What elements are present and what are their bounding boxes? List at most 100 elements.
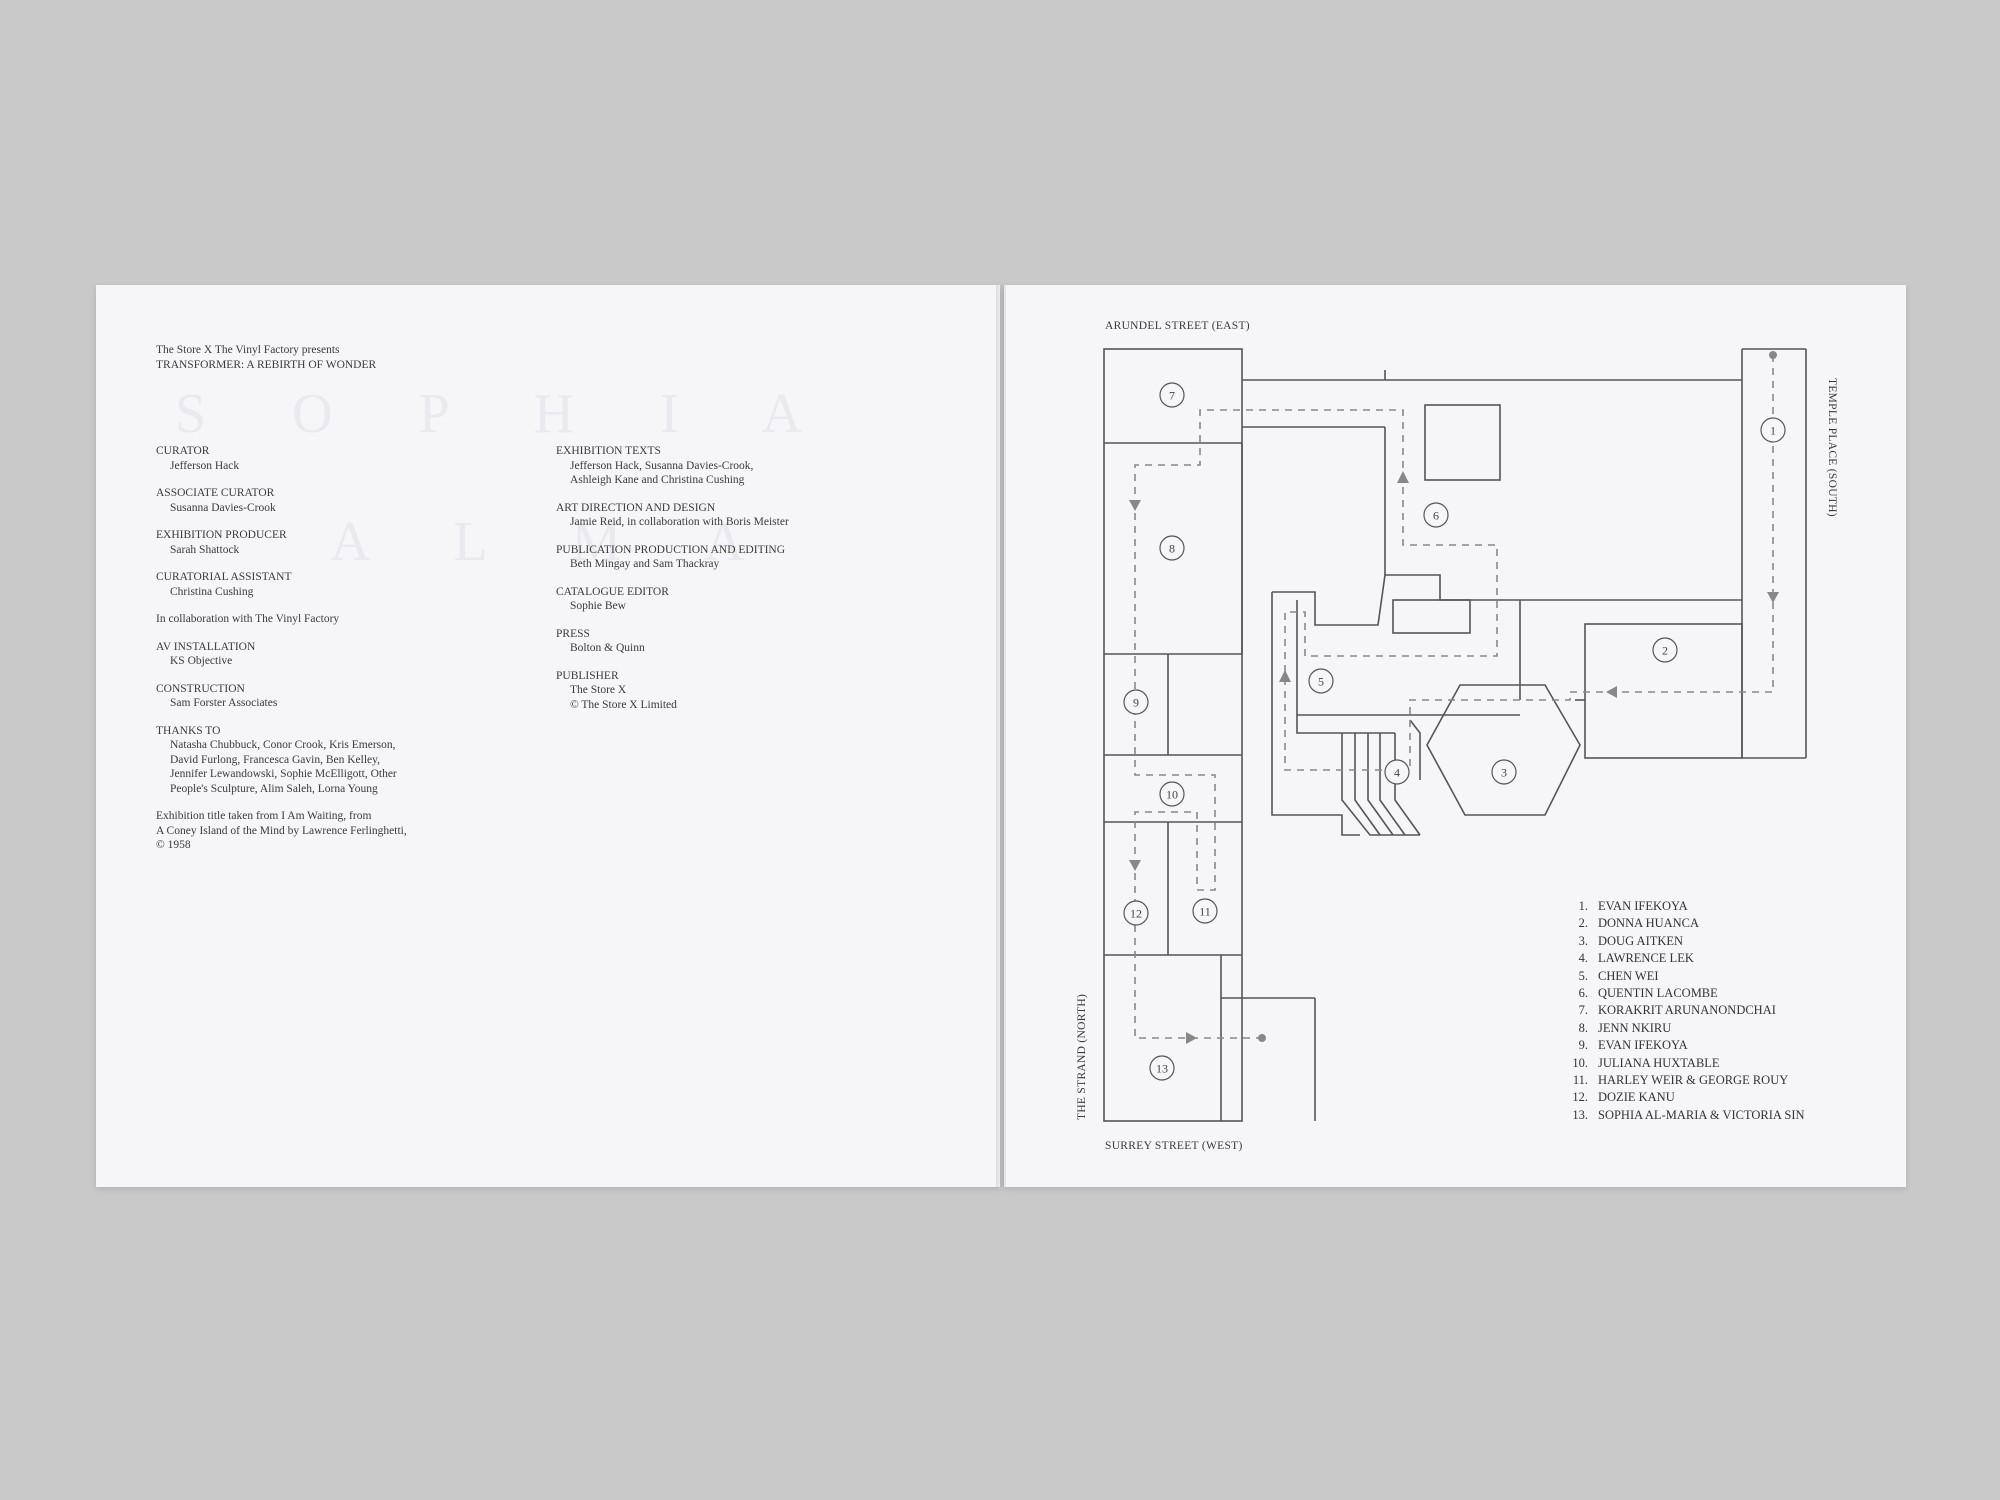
- room-number: 9: [1133, 696, 1139, 710]
- credit-role: CURATORIAL ASSISTANT: [156, 571, 292, 583]
- credit-role: CONSTRUCTION: [156, 682, 245, 695]
- room-marker-7: 7: [1159, 382, 1185, 408]
- legend-row: 1.EVAN IFEKOYA: [1566, 898, 1805, 915]
- room-number: 1: [1770, 424, 1776, 438]
- room-number: 6: [1433, 509, 1439, 523]
- credit-block: PRESS Bolton & Quinn: [556, 627, 886, 656]
- legend-number: 3.: [1578, 933, 1588, 948]
- credit-name: Bolton & Quinn: [570, 642, 645, 654]
- legend-number: 6.: [1578, 986, 1588, 1001]
- credit-role: AV INSTALLATION: [156, 640, 256, 653]
- legend-row: 12.DOZIE KANU: [1566, 1089, 1805, 1106]
- legend-number: 2.: [1578, 916, 1588, 931]
- room-number: 3: [1501, 766, 1507, 780]
- room-number: 7: [1169, 389, 1175, 403]
- right-page: [1004, 285, 1906, 1187]
- credit-block: CURATOR Jefferson Hack: [156, 444, 456, 473]
- street-top-label: ARUNDEL STREET (EAST): [1105, 320, 1250, 332]
- legend-number: 1.: [1578, 899, 1588, 913]
- credit-role: EXHIBITION TEXTS: [556, 445, 661, 457]
- legend-artist: JULIANA HUXTABLE: [1598, 1055, 1720, 1070]
- credit-block: CONSTRUCTION Sam Forster Associates: [156, 682, 456, 711]
- credit-name: David Furlong, Francesca Gavin, Ben Kell…: [170, 753, 381, 766]
- legend-number: 8.: [1578, 1020, 1588, 1035]
- legend-artist: SOPHIA AL-MARIA & VICTORIA SIN: [1598, 1107, 1805, 1122]
- legend-row: 2.DONNA HUANCA: [1566, 915, 1805, 932]
- room-number: 13: [1156, 1062, 1168, 1076]
- legend-number: 11.: [1572, 1073, 1588, 1088]
- legend-number: 9.: [1578, 1038, 1588, 1053]
- credit-name: Jefferson Hack, Susanna Davies-Crook,: [570, 459, 754, 472]
- credit-role: In collaboration with The Vinyl Factory: [156, 613, 340, 625]
- legend-row: 4.LAWRENCE LEK: [1566, 950, 1805, 967]
- legend-number: 5.: [1578, 968, 1588, 983]
- title-source-line: A Coney Island of the Mind by Lawrence F…: [156, 824, 407, 837]
- visitor-route: [1134, 355, 1774, 1039]
- title-source-line: Exhibition title taken from I Am Waiting…: [156, 810, 372, 822]
- wall-outline: [1103, 348, 1243, 1122]
- room-marker-2: 2: [1652, 637, 1678, 663]
- exhibition-title: TRANSFORMER: A REBIRTH OF WONDER: [156, 358, 377, 371]
- intro-block: The Store X The Vinyl Factory presents T…: [156, 343, 376, 372]
- legend-row: 13.SOPHIA AL-MARIA & VICTORIA SIN: [1566, 1107, 1805, 1124]
- legend-artist: DOZIE KANU: [1598, 1090, 1675, 1105]
- title-source-line: © 1958: [156, 839, 191, 851]
- room-marker-10: 10: [1159, 781, 1185, 807]
- credit-name: Sophie Bew: [570, 600, 626, 612]
- room-number: 5: [1318, 675, 1324, 689]
- legend-row: 3. DOUG AITKEN: [1566, 933, 1805, 950]
- legend-artist: HARLEY WEIR & GEORGE ROUY: [1598, 1073, 1789, 1088]
- credit-block: CURATORIAL ASSISTANT Christina Cushing: [156, 570, 456, 599]
- room-marker-1: 1: [1760, 417, 1786, 443]
- spine-fold: [996, 285, 1006, 1187]
- room-marker-12: 12: [1123, 900, 1149, 926]
- credit-role: CATALOGUE EDITOR: [556, 585, 669, 598]
- credit-block: CATALOGUE EDITOR Sophie Bew: [556, 585, 886, 614]
- room-marker-6: 6: [1423, 502, 1449, 528]
- showthrough-decoration: A L M A: [330, 511, 781, 573]
- room-number: 8: [1169, 542, 1175, 556]
- legend-number: 7.: [1578, 1003, 1588, 1018]
- left-page: [96, 285, 1000, 1187]
- credit-role: CURATOR: [156, 445, 210, 457]
- room-marker-8: 8: [1159, 535, 1185, 561]
- room-number: 4: [1394, 766, 1400, 780]
- legend-number: 10.: [1572, 1055, 1588, 1070]
- credit-block: In collaboration with The Vinyl Factory: [156, 612, 456, 627]
- credit-role: PRESS: [556, 627, 590, 640]
- room-marker-13: 13: [1149, 1055, 1175, 1081]
- credit-name: Jefferson Hack: [170, 459, 240, 472]
- credit-name: Susanna Davies-Crook: [170, 501, 276, 514]
- legend-artist: DOUG AITKEN: [1598, 933, 1684, 948]
- room-marker-9: 9: [1123, 689, 1149, 715]
- credit-name: Sarah Shattock: [170, 543, 240, 556]
- credit-role: THANKS TO: [156, 724, 221, 737]
- credit-block: EXHIBITION TEXTS Jefferson Hack, Susanna …: [556, 444, 886, 488]
- credit-name: People's Sculpture, Alim Saleh, Lorna Yo…: [170, 782, 378, 795]
- legend-row: 11. HARLEY WEIR & GEORGE ROUY: [1566, 1072, 1805, 1089]
- room-number: 2: [1662, 644, 1668, 658]
- room-number: 12: [1130, 907, 1142, 921]
- room-marker-3: 3: [1491, 759, 1517, 785]
- legend-row: 7. KORAKRIT ARUNANONDCHAI: [1566, 1002, 1805, 1019]
- credits-right-column: EXHIBITION TEXTS Jefferson Hack, Susanna …: [556, 444, 886, 725]
- legend-artist: KORAKRIT ARUNANONDCHAI: [1598, 1003, 1776, 1018]
- credit-name: The Store X: [570, 684, 627, 696]
- credit-name: Sam Forster Associates: [170, 697, 278, 709]
- legend-row: 9.EVAN IFEKOYA: [1566, 1037, 1805, 1054]
- legend-row: 10. JULIANA HUXTABLE: [1566, 1055, 1805, 1072]
- credit-name: Christina Cushing: [170, 585, 254, 598]
- credit-name: Ashleigh Kane and Christina Cushing: [570, 474, 745, 486]
- credit-name: Jennifer Lewandowski, Sophie McElligott,…: [170, 768, 397, 780]
- intro-presenter: The Store X The Vinyl Factory presents: [156, 344, 340, 356]
- legend-row: 6.QUENTIN LACOMBE: [1566, 985, 1805, 1002]
